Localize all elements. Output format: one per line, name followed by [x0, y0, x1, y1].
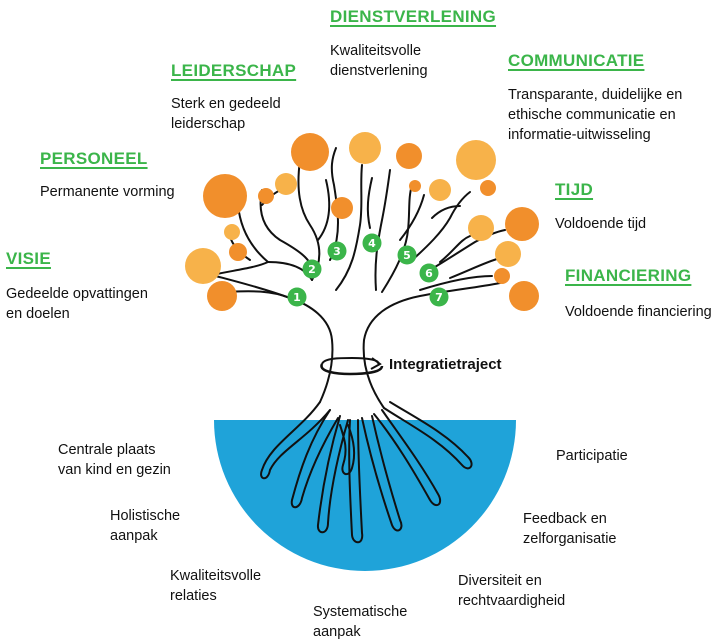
fruit — [331, 197, 353, 219]
pillar-desc-dienstverlening: Kwaliteitsvolle dienstverlening — [330, 43, 428, 79]
badge-4: 4 — [362, 233, 382, 253]
fruit — [494, 268, 510, 284]
badge-6: 6 — [419, 263, 439, 283]
pillar-title-personeel: PERSONEEL — [40, 149, 148, 168]
roots — [260, 401, 473, 544]
fruit — [456, 140, 496, 180]
fruit — [258, 188, 274, 204]
pillar-desc-tijd: Voldoende tijd — [555, 216, 647, 232]
badge-5: 5 — [397, 245, 417, 265]
integration-label: Integratietraject — [389, 356, 502, 373]
root-label-centrale-plaats: Centrale plaats van kind en gezin — [58, 442, 171, 478]
tree-outline — [211, 147, 506, 409]
root-label-holistische-aanpak: Holistische aanpak — [110, 508, 181, 544]
root-label-participatie: Participatie — [556, 448, 628, 464]
pillar-title-tijd: TIJD — [555, 180, 594, 199]
root-label-systematische-aanpak: Systematische aanpak — [313, 604, 408, 640]
pillar-desc-financiering: Voldoende financiering — [565, 304, 712, 320]
pillar-desc-visie: Gedeelde opvattingen en doelen — [6, 286, 148, 322]
fruit — [291, 133, 329, 171]
badge-2: 2 — [302, 259, 322, 279]
badge-7: 7 — [429, 287, 449, 307]
pillar-desc-personeel: Permanente vorming — [40, 184, 175, 200]
fruit — [229, 243, 247, 261]
badge-3: 3 — [327, 241, 347, 261]
fruit — [409, 180, 421, 192]
pillar-desc-leiderschap: Sterk en gedeeld leiderschap — [171, 96, 281, 132]
fruit — [495, 241, 521, 267]
root-label-feedback: Feedback en zelforganisatie — [523, 511, 617, 547]
fruit — [429, 179, 451, 201]
badge-number: 3 — [333, 245, 341, 258]
fruit — [468, 215, 494, 241]
fruit — [480, 180, 496, 196]
pillar-badges: 1 2 3 4 5 6 7 — [287, 233, 449, 307]
pillar-title-visie: VISIE — [6, 249, 51, 268]
badge-number: 1 — [293, 291, 301, 304]
fruit — [396, 143, 422, 169]
pillar-title-leiderschap: LEIDERSCHAP — [171, 61, 297, 80]
badge-number: 5 — [403, 249, 411, 262]
fruit — [509, 281, 539, 311]
root-label-kwaliteitsvolle-relaties: Kwaliteitsvolle relaties — [170, 568, 262, 604]
fruit — [203, 174, 247, 218]
badge-number: 6 — [425, 267, 433, 280]
badge-1: 1 — [287, 287, 307, 307]
integration-ring — [320, 356, 384, 376]
pillar-title-financiering: FINANCIERING — [565, 266, 692, 285]
root-label-diversiteit: Diversiteit en rechtvaardigheid — [458, 573, 566, 609]
badge-number: 2 — [308, 263, 316, 276]
fruit — [224, 224, 240, 240]
fruit — [207, 281, 237, 311]
fruit — [185, 248, 221, 284]
badge-number: 4 — [368, 237, 376, 250]
fruit — [349, 132, 381, 164]
pillar-title-dienstverlening: DIENSTVERLENING — [330, 7, 497, 26]
fruit — [275, 173, 297, 195]
fruit — [505, 207, 539, 241]
pillar-desc-communicatie: Transparante, duidelijke en ethische com… — [508, 87, 683, 143]
fruits — [185, 132, 539, 311]
ground-semicircle — [214, 420, 516, 571]
pillar-title-communicatie: COMMUNICATIE — [508, 51, 645, 70]
badge-number: 7 — [435, 291, 443, 304]
